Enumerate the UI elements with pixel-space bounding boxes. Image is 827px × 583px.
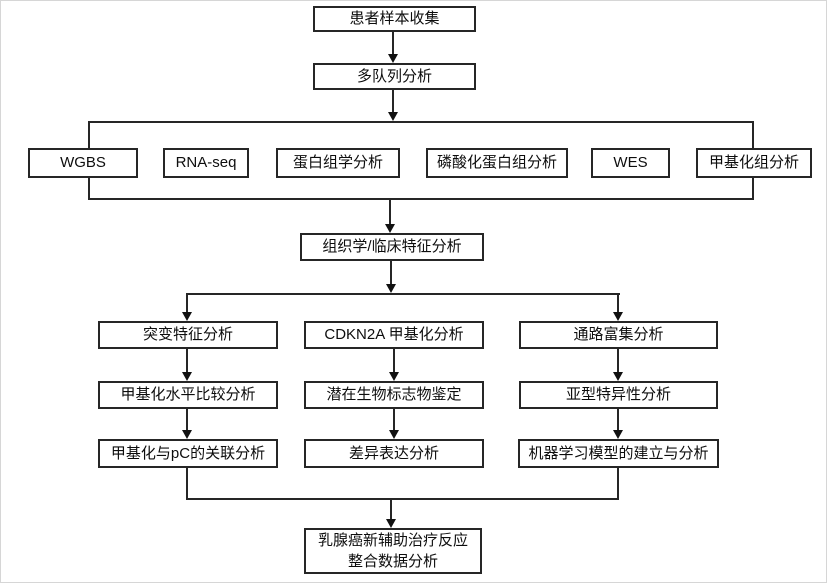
connector-middle-2-3 [393,409,395,431]
node-patient-sample-collection: 患者样本收集 [313,6,476,32]
node-wes: WES [591,148,670,178]
connector-collect-to-cohort [392,32,394,55]
node-pathway-enrichment-analysis: 通路富集分析 [519,321,718,349]
arrowhead-icon [613,372,623,381]
connector-left-to-merge [186,468,188,500]
node-multi-cohort-analysis: 多队列分析 [313,63,476,90]
arrowhead-icon [385,224,395,233]
connector-left-1-2 [186,349,188,373]
node-rna-seq: RNA-seq [163,148,249,178]
node-potential-biomarker-identification: 潜在生物标志物鉴定 [304,381,484,409]
arrowhead-icon [182,372,192,381]
connector-cohort-to-omics [392,90,394,113]
arrowhead-icon [613,430,623,439]
connector-right-1-2 [617,349,619,373]
node-phosphoproteomics: 磷酸化蛋白组分析 [426,148,568,178]
node-subtype-specificity-analysis: 亚型特异性分析 [519,381,718,409]
node-cdkn2a-methylation-analysis: CDKN2A 甲基化分析 [304,321,484,349]
arrowhead-icon [389,372,399,381]
final-line-2: 整合数据分析 [347,553,438,570]
node-final-integration-analysis: 乳腺癌新辅助治疗反应 整合数据分析 [304,528,482,574]
node-wgbs: WGBS [28,148,138,178]
final-line-1: 乳腺癌新辅助治疗反应 [317,532,468,549]
node-histology-clinical-analysis: 组织学/临床特征分析 [300,233,484,261]
connector-merge-to-final [390,498,392,520]
connector-branch-to-left [186,293,188,313]
arrowhead-icon [389,430,399,439]
arrowhead-icon [182,430,192,439]
node-differential-expression-analysis: 差异表达分析 [304,439,484,468]
merge-line [186,498,619,500]
branch-line [186,293,620,295]
arrowhead-icon [386,284,396,293]
connector-middle-1-2 [393,349,395,373]
node-mutation-signature-analysis: 突变特征分析 [98,321,278,349]
connector-left-2-3 [186,409,188,431]
connector-histology-to-branch [390,261,392,285]
arrowhead-icon [613,312,623,321]
node-machine-learning-model: 机器学习模型的建立与分析 [518,439,719,468]
connector-branch-to-right [617,293,619,313]
connector-right-to-merge [617,468,619,500]
arrowhead-icon [182,312,192,321]
node-proteomics: 蛋白组学分析 [276,148,400,178]
arrowhead-icon [388,112,398,121]
connector-right-2-3 [617,409,619,431]
node-methylation-level-comparison: 甲基化水平比较分析 [98,381,278,409]
node-methylome-analysis: 甲基化组分析 [696,148,812,178]
arrowhead-icon [386,519,396,528]
node-methylation-pc-association: 甲基化与pC的关联分析 [98,439,278,468]
connector-omics-to-histology [389,200,391,225]
arrowhead-icon [388,54,398,63]
